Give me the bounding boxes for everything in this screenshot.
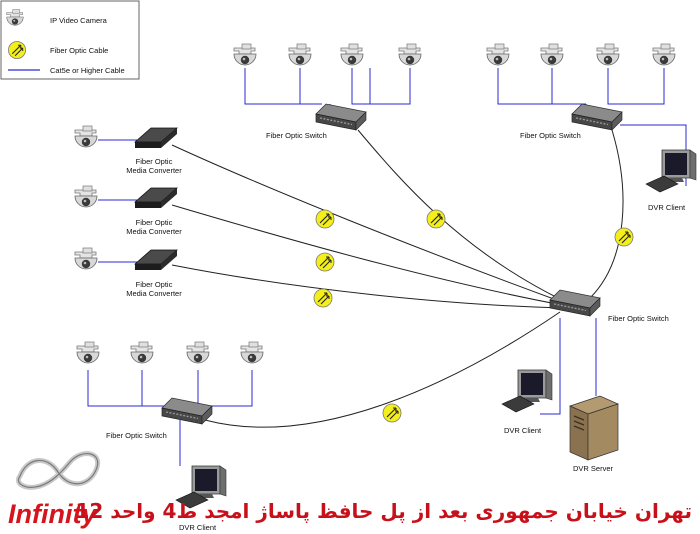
fiber-badges [313,209,634,423]
fiber-badge-icon [426,209,446,229]
camera-icon [186,341,210,364]
legend-fiber-label: Fiber Optic Cable [50,46,108,55]
fiber-cables [171,129,624,428]
camera-icon [74,185,98,208]
dvr-server-icon [569,395,619,461]
legend-camera-label: IP Video Camera [50,16,108,25]
infinity-logo: Infinity [8,451,101,529]
switch-top-middle-label: Fiber Optic Switch [266,131,327,140]
fiber-badge-icon [614,227,634,247]
camera-icon [486,43,510,66]
dvr-server-label: DVR Server [573,464,614,473]
converter-2-label-line1: Fiber Optic [136,218,173,227]
dvr-client-right-label: DVR Client [648,203,686,212]
fiber-switch-icon [549,289,601,317]
fiber-badge-icon [382,403,402,423]
converter-3-label-line1: Fiber Optic [136,280,173,289]
camera-icon [596,43,620,66]
camera-icon [74,247,98,270]
address-text: تهران خیابان جمهوری بعد از پل حافظ پاساژ… [76,499,693,524]
camera-icon [288,43,312,66]
legend-frame [0,0,140,80]
brand-name: Infinity [8,499,98,529]
camera-icon [240,341,264,364]
switch-top-right-label: Fiber Optic Switch [520,131,581,140]
fiber-badge-icon [315,209,335,229]
converter-3-label-line2: Media Converter [126,289,182,298]
dvr-client-bottom-label: DVR Client [179,523,217,532]
fiber-switch-icon [571,103,623,131]
dvr-client-center-label: DVR Client [504,426,542,435]
camera-icon [652,43,676,66]
fiber-switch-icon [315,103,367,131]
legend-cat5-label: Cat5e or Higher Cable [50,66,125,75]
camera-group-bottom-left [76,341,264,364]
camera-icon [540,43,564,66]
fiber-badge-icon [313,288,333,308]
fiber-switch-icon [161,397,213,425]
dvr-client-icon [501,369,553,413]
legend: IP Video Camera Fiber Optic Cable Cat5e … [0,0,140,80]
camera-group-converters [74,125,98,270]
converter-2-label-line2: Media Converter [126,227,182,236]
cat5-cables [87,68,687,466]
media-converter-icon [134,249,178,271]
switch-center-label: Fiber Optic Switch [608,314,669,323]
legend-fiber-icon [7,40,27,60]
converter-1-label-line2: Media Converter [126,166,182,175]
camera-icon [76,341,100,364]
fiber-badge-icon [315,252,335,272]
camera-icon [398,43,422,66]
media-converter-icon [134,127,178,149]
camera-icon [130,341,154,364]
camera-icon [233,43,257,66]
converter-1-label-line1: Fiber Optic [136,157,173,166]
camera-icon [340,43,364,66]
switch-bottom-left-label: Fiber Optic Switch [106,431,167,440]
camera-icon [74,125,98,148]
dvr-client-icon [645,149,697,193]
media-converter-icon [134,187,178,209]
camera-group-top-right [486,43,676,66]
camera-group-top-middle [233,43,422,66]
